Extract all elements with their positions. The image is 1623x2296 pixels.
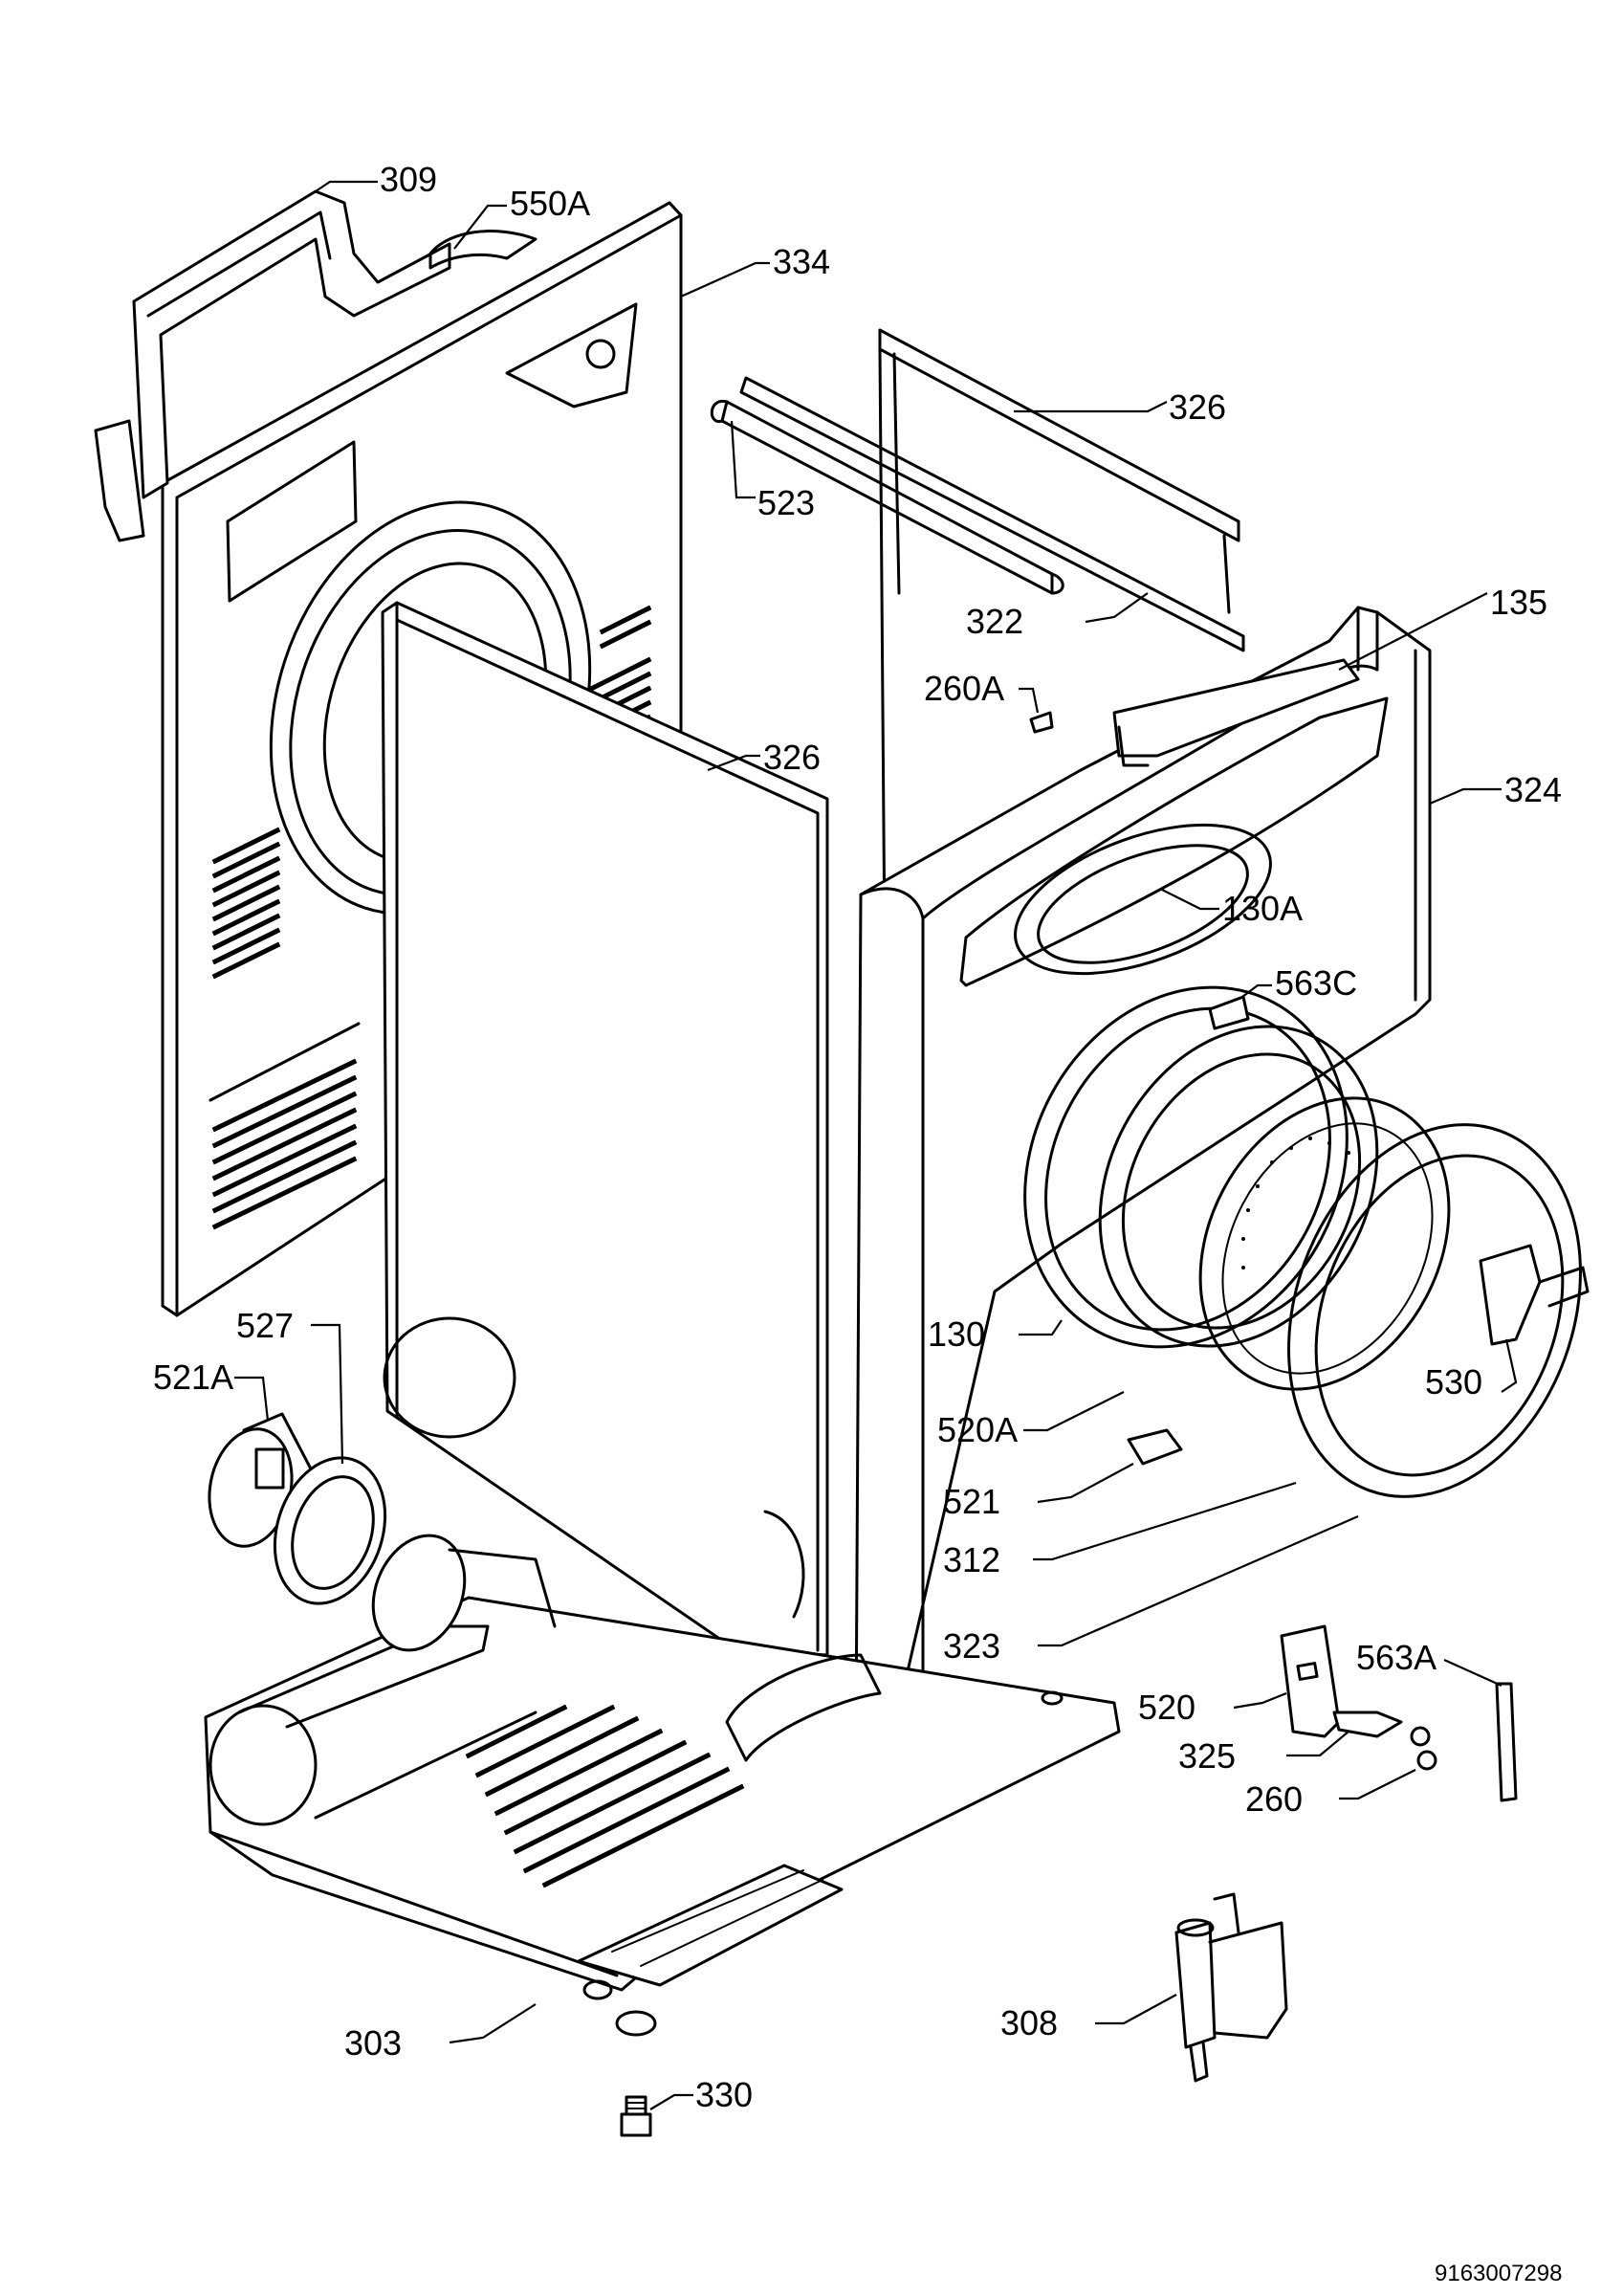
door-ring-520a [1098, 1025, 1379, 1348]
support-bracket-135 [1112, 658, 1360, 767]
label-260: 260 [1245, 1779, 1303, 1819]
back-panel-vent-left [211, 827, 281, 980]
label-521a: 521A [153, 1358, 233, 1397]
leader-260a [1019, 687, 1040, 714]
leader-521 [1037, 1463, 1134, 1504]
leader-325 [1286, 1731, 1349, 1757]
leader-324 [1429, 787, 1502, 806]
top-frame-309 [94, 189, 537, 542]
hinge-clip-563c [1208, 995, 1250, 1030]
label-303: 303 [344, 2023, 402, 2063]
clip-260a [1029, 711, 1054, 734]
base-grille [465, 1704, 745, 1888]
label-135: 135 [1490, 583, 1547, 622]
door-glass-312 [1198, 1096, 1451, 1391]
label-322: 322 [966, 602, 1023, 641]
leader-326-middle [707, 754, 760, 772]
label-330: 330 [695, 2075, 753, 2114]
label-260a: 260A [924, 669, 1004, 708]
pin-563a [1495, 1682, 1518, 1802]
label-326-middle: 326 [763, 738, 821, 777]
leader-326-top [1014, 401, 1168, 413]
duct-connector [371, 1534, 557, 1652]
label-520a: 520A [937, 1410, 1018, 1449]
label-130a: 130A [1222, 889, 1303, 928]
label-527: 527 [236, 1306, 294, 1345]
hinge-plate-520 [1280, 1624, 1341, 1738]
label-563c: 563C [1275, 963, 1357, 1003]
leader-308 [1095, 1994, 1177, 2025]
leader-527 [311, 1323, 344, 1465]
leader-521a [234, 1376, 270, 1422]
filter-ring-527 [273, 1456, 387, 1605]
side-panel-326-middle [381, 601, 829, 1657]
leader-550a [453, 204, 507, 250]
top-strip-326 [878, 328, 1240, 949]
spring-clip-260 [1410, 1726, 1437, 1771]
door-glass-texture [1241, 1137, 1350, 1269]
leader-530 [1501, 1338, 1518, 1393]
label-530: 530 [1425, 1362, 1482, 1402]
leader-520 [1233, 1691, 1287, 1710]
label-550a: 550A [510, 184, 590, 223]
leader-130 [1019, 1319, 1063, 1336]
front-cabinet-324 [854, 606, 1432, 1757]
label-325: 325 [1178, 1736, 1236, 1776]
leader-260 [1339, 1769, 1416, 1800]
label-334: 334 [773, 242, 830, 281]
label-130: 130 [928, 1314, 985, 1354]
leader-523 [730, 420, 756, 499]
label-563a: 563A [1356, 1638, 1437, 1677]
leader-520a [1023, 1391, 1125, 1432]
leader-323 [1038, 1514, 1359, 1647]
leader-330 [649, 2093, 693, 2110]
seal-strip-523 [710, 400, 1064, 595]
label-520: 520 [1138, 1688, 1195, 1727]
label-323: 323 [943, 1626, 1000, 1666]
leader-309 [315, 180, 378, 192]
leader-135 [1338, 592, 1488, 671]
label-324: 324 [1504, 770, 1562, 809]
latch-521 [1127, 1428, 1183, 1466]
leader-312 [1033, 1481, 1297, 1561]
adjustable-foot-330 [620, 2095, 652, 2137]
hinge-308 [1174, 1892, 1288, 2083]
leader-334 [680, 261, 770, 298]
label-523: 523 [757, 483, 815, 522]
leader-130a [1161, 889, 1219, 911]
label-309: 309 [380, 160, 437, 199]
document-number: 9163007298 [1435, 2261, 1562, 2286]
leader-322 [1085, 592, 1149, 624]
door-gasket-130 [1023, 985, 1349, 1349]
hinge-lever-325 [1332, 1711, 1403, 1738]
label-308: 308 [1000, 2003, 1058, 2042]
label-326-top: 326 [1169, 387, 1226, 427]
leader-563a [1443, 1658, 1502, 1688]
leader-303 [449, 2003, 537, 2044]
base-tray-303 [204, 1510, 1121, 2037]
part-labels: 309 550A 334 326 523 322 135 260A 326 32… [153, 160, 1562, 2114]
door-frame-323 [1287, 1123, 1590, 1498]
label-521: 521 [943, 1482, 1000, 1521]
label-312: 312 [943, 1540, 1000, 1579]
back-panel-vent-lower [211, 1058, 358, 1230]
seal-strip-322 [739, 376, 1245, 652]
